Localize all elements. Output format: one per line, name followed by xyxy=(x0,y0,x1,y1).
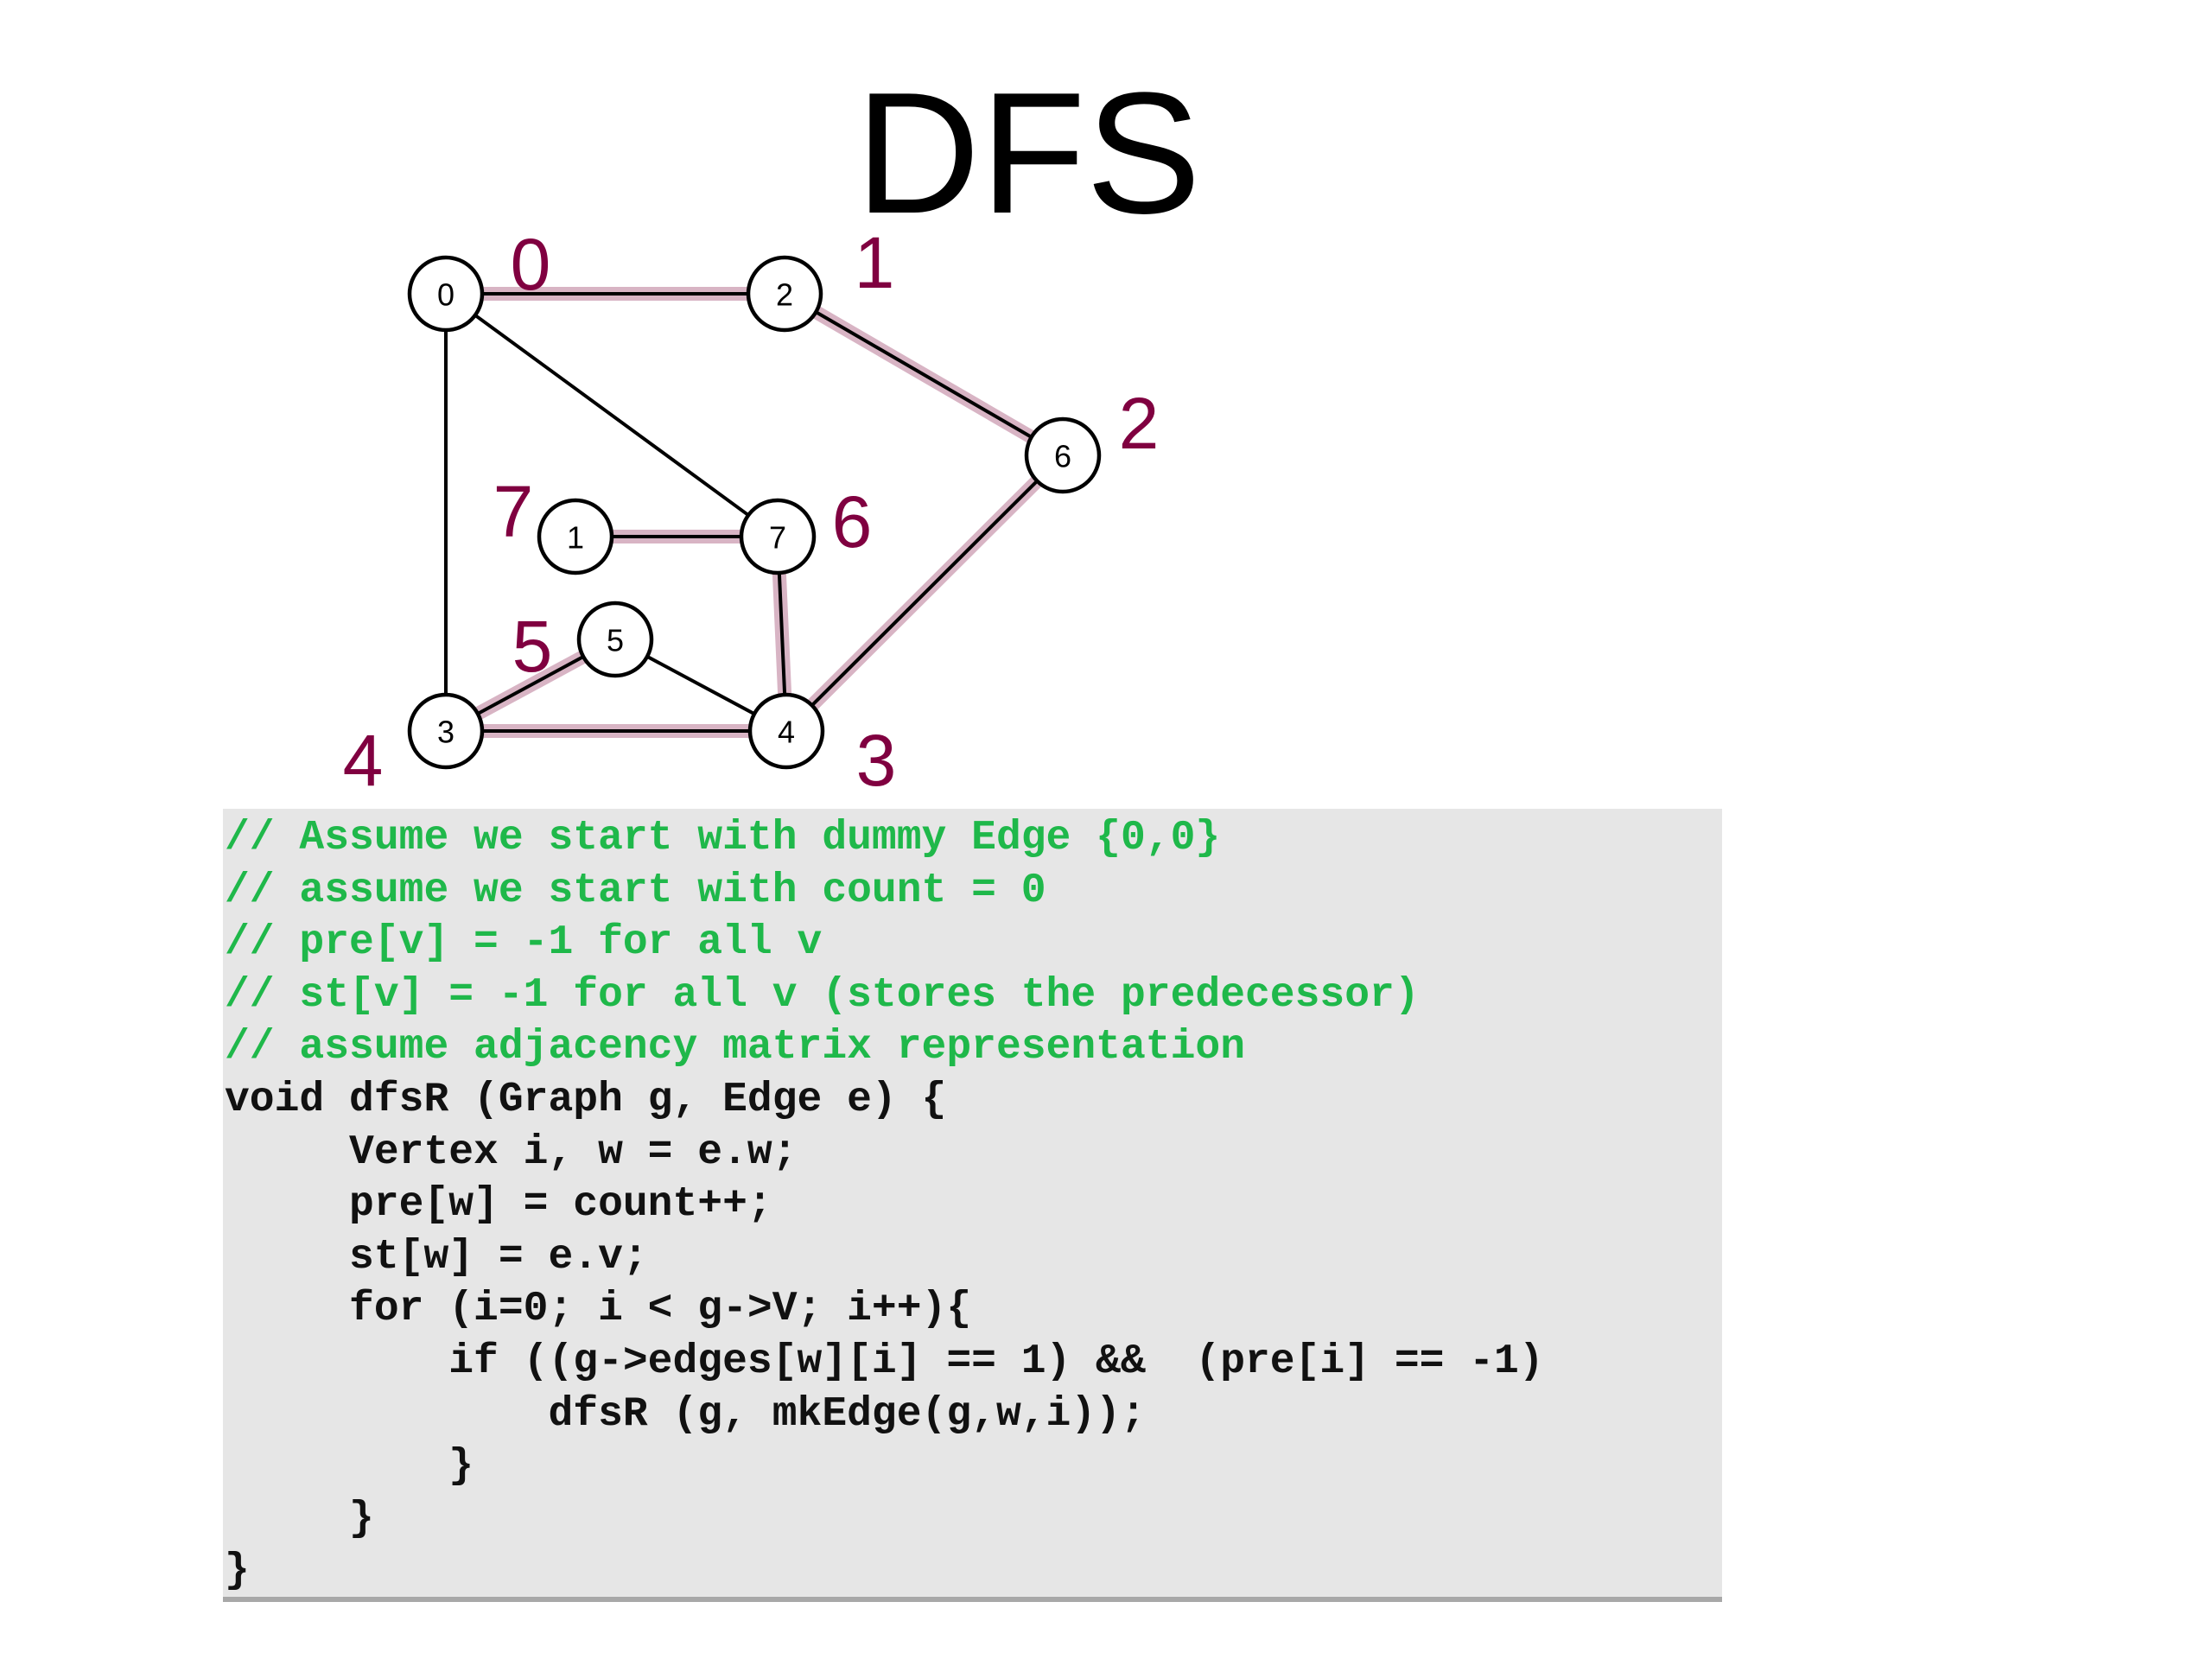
node-7: 7 xyxy=(739,498,817,575)
node-circle-5 xyxy=(576,601,654,678)
node-0: 0 xyxy=(407,255,485,333)
code-line-3: // pre[v] = -1 for all v xyxy=(225,919,823,967)
edge-layer xyxy=(444,292,1039,733)
node-circle-0 xyxy=(407,255,485,333)
node-circle-3 xyxy=(407,692,485,770)
edge-3-5 xyxy=(476,655,585,715)
visit-order-layer: 0 1 2 6 7 5 4 3 xyxy=(343,222,1160,801)
node-5: 5 xyxy=(576,601,654,678)
node-label-5: 5 xyxy=(607,623,624,658)
code-line-5: // assume adjacency matrix representatio… xyxy=(225,1024,1245,1071)
node-circle-1 xyxy=(537,498,614,575)
code-line-4: // st[v] = -1 for all v (stores the pred… xyxy=(225,971,1420,1019)
edge-4-7 xyxy=(777,572,787,696)
visit-order-7: 6 xyxy=(832,481,873,563)
code-line-8: pre[w] = count++; xyxy=(225,1181,772,1229)
node-1: 1 xyxy=(537,498,614,575)
node-circle-2 xyxy=(746,255,823,333)
code-line-14: } xyxy=(225,1495,374,1542)
edge-6-4 xyxy=(810,480,1039,707)
visit-order-1: 7 xyxy=(493,471,534,552)
edge-0-7 xyxy=(474,314,750,517)
node-circle-4 xyxy=(747,692,825,770)
node-label-1: 1 xyxy=(567,520,584,556)
code-line-9: st[w] = e.v; xyxy=(225,1233,648,1281)
node-circle-6 xyxy=(1024,416,1102,494)
node-label-4: 4 xyxy=(778,715,795,750)
node-circle-7 xyxy=(739,498,817,575)
code-line-1: // Assume we start with dummy Edge {0,0} xyxy=(225,815,1221,861)
visit-order-2: 1 xyxy=(855,222,895,303)
visit-order-5: 5 xyxy=(512,606,553,687)
code-line-7: Vertex i, w = e.w; xyxy=(225,1128,798,1176)
visit-order-0: 0 xyxy=(511,224,551,305)
slide-title: DFS xyxy=(855,57,1201,250)
code-line-2: // assume we start with count = 0 xyxy=(225,867,1046,914)
node-label-6: 6 xyxy=(1054,439,1071,474)
code-line-10: for (i=0; i < g->V; i++){ xyxy=(225,1286,972,1333)
code-line-11: if ((g->edges[w][i] == 1) && (pre[i] == … xyxy=(225,1338,1544,1385)
code-line-6: void dfsR (Graph g, Edge e) { xyxy=(225,1076,947,1123)
node-label-7: 7 xyxy=(769,520,786,556)
code-line-12: dfsR (g, mkEdge(g,w,i)); xyxy=(225,1390,1146,1438)
node-label-2: 2 xyxy=(776,277,793,313)
node-3: 3 xyxy=(407,692,485,770)
node-4: 4 xyxy=(747,692,825,770)
code-block: // Assume we start with dummy Edge {0,0}… xyxy=(225,812,1544,1598)
node-label-0: 0 xyxy=(437,277,454,313)
code-line-15: } xyxy=(225,1548,250,1595)
visit-order-4: 3 xyxy=(856,720,897,801)
node-label-3: 3 xyxy=(437,715,454,750)
visit-order-6: 2 xyxy=(1119,383,1160,464)
code-line-13: } xyxy=(225,1443,474,1491)
edge-2-6 xyxy=(815,310,1033,439)
code-panel: // Assume we start with dummy Edge {0,0}… xyxy=(223,809,1722,1602)
visit-order-3: 4 xyxy=(343,720,384,801)
node-6: 6 xyxy=(1024,416,1102,494)
edge-5-4 xyxy=(646,655,755,715)
node-2: 2 xyxy=(746,255,823,333)
